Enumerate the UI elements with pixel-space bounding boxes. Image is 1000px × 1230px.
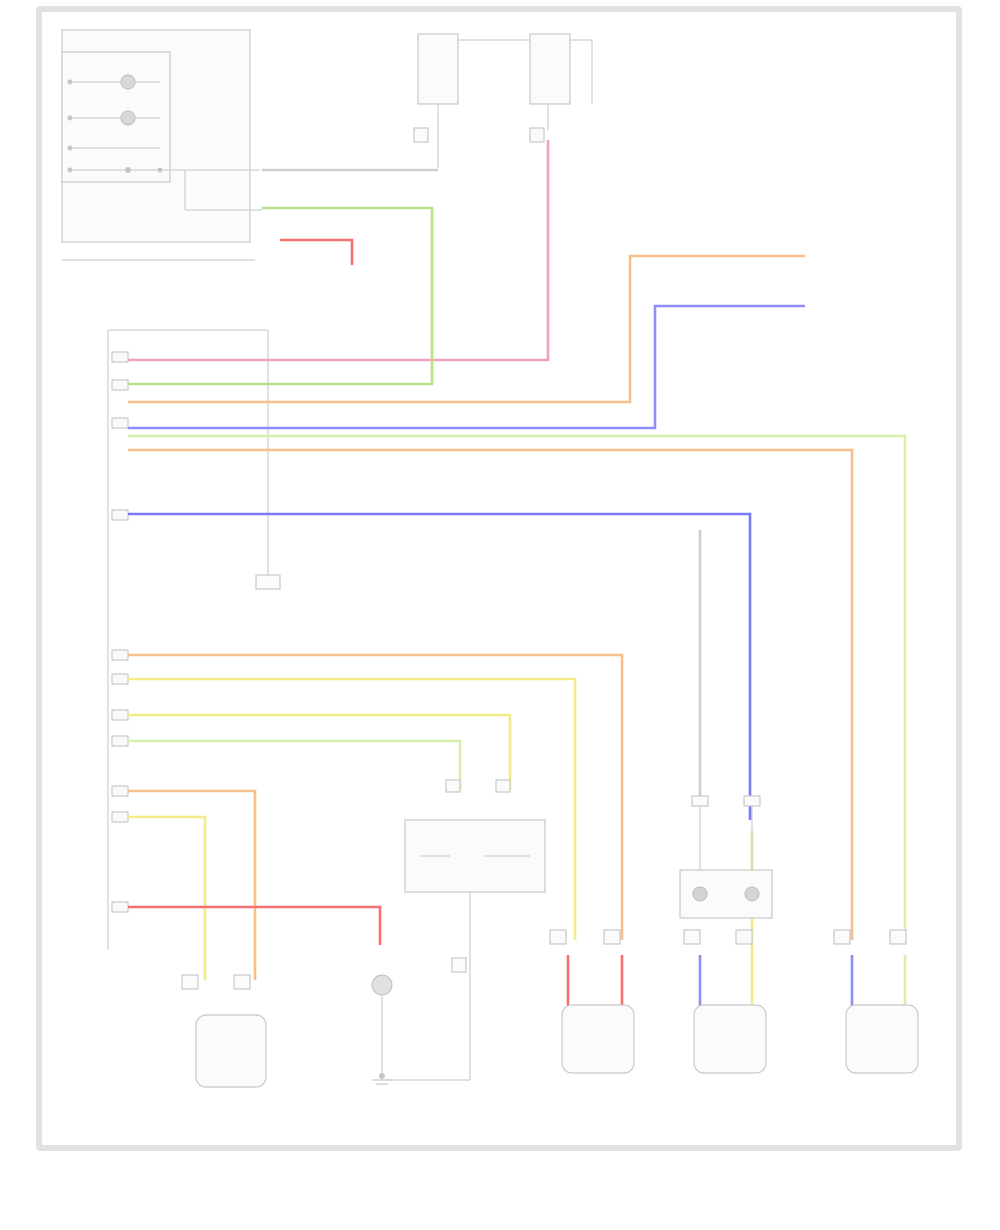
wire xyxy=(128,448,854,940)
actuator xyxy=(371,974,393,1085)
sensor-icon xyxy=(371,974,393,996)
bulb-icon xyxy=(744,886,760,902)
wire xyxy=(128,434,907,940)
connector-icon xyxy=(111,351,129,913)
sensor-far-right xyxy=(833,929,919,1074)
fuse-boxes xyxy=(413,33,593,168)
wire xyxy=(128,789,257,980)
wire xyxy=(128,905,382,945)
wire xyxy=(128,140,550,362)
sensor-center-right xyxy=(549,929,635,1074)
wire xyxy=(128,206,434,386)
wires xyxy=(128,140,907,1010)
wire xyxy=(128,677,577,940)
bulb-icon xyxy=(692,886,708,902)
wire xyxy=(280,238,354,265)
wire xyxy=(128,254,805,404)
sensor-right xyxy=(683,929,767,1074)
wire xyxy=(128,739,462,790)
wire xyxy=(128,304,805,430)
bulb-icon xyxy=(120,74,136,90)
right-sensor-assembly xyxy=(679,795,773,919)
sensor-left xyxy=(181,974,267,1088)
ground-icon xyxy=(372,1079,392,1085)
wire xyxy=(128,512,752,820)
wire xyxy=(128,713,512,790)
diagram-frame xyxy=(36,6,962,1151)
relay-unit xyxy=(385,779,546,1081)
bulb-icon xyxy=(120,110,136,126)
wire xyxy=(128,653,624,940)
wire xyxy=(128,815,207,980)
combination-meter xyxy=(61,29,262,261)
